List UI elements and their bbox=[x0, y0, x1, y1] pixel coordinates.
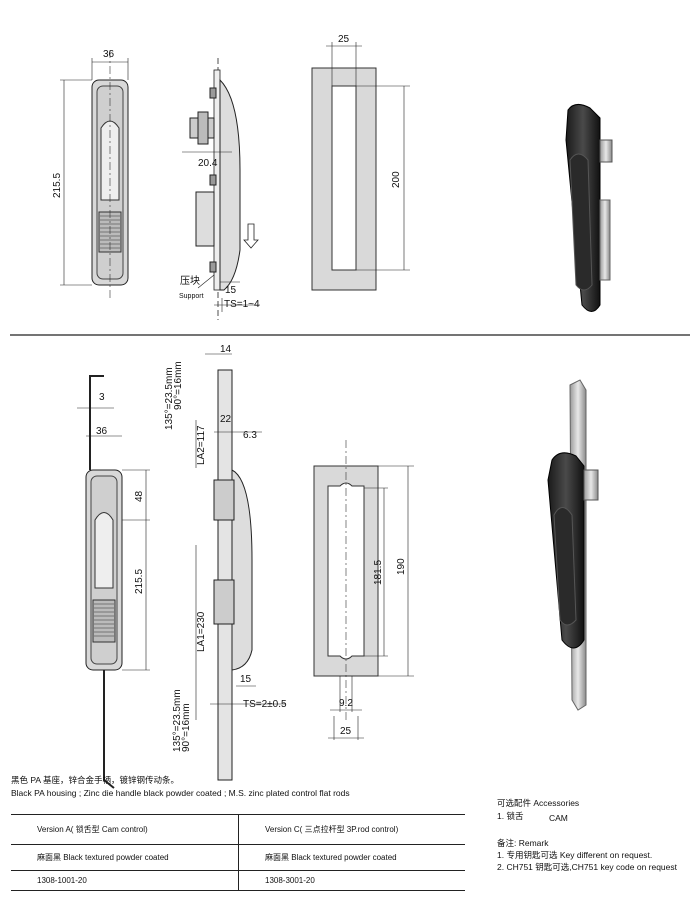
bottom-la2-label: LA2=117 bbox=[196, 425, 207, 465]
remark-line1: 1. 专用钥匙可选 Key different on request. bbox=[497, 850, 653, 860]
col-c-header: Version C( 三点拉杆型 3P.rod control) bbox=[238, 814, 465, 845]
table-row: 1308-1001-20 1308-3001-20 bbox=[11, 870, 465, 891]
bottom-rod-top-note1: 90°=16mm bbox=[173, 361, 184, 410]
bottom-product-image bbox=[547, 379, 599, 711]
top-side-view: 20.4 压块 Support 15 TS=1~4 bbox=[179, 58, 260, 320]
bottom-cutout-width-label: 25 bbox=[340, 726, 352, 737]
bottom-front-top-label: 48 bbox=[134, 490, 145, 502]
accessories-item1-num: 1. 锁舌 bbox=[497, 811, 524, 821]
bottom-side-offset-label: 6.3 bbox=[243, 430, 257, 441]
col-c-finish: 麻面黑 Black textured powder coated bbox=[238, 844, 465, 871]
material-cn: 黑色 PA 基座，锌合金手柄，镀锌钢传动条。 bbox=[11, 775, 179, 785]
top-product-image bbox=[565, 104, 613, 312]
table-row: 麻面黑 Black textured powder coated 麻面黑 Bla… bbox=[11, 844, 465, 871]
bottom-rod-bot-note1: 135°=23.5mm bbox=[172, 689, 183, 752]
top-cutout-width-label: 25 bbox=[338, 34, 350, 45]
top-support-dim: 15 bbox=[225, 285, 237, 296]
material-en: Black PA housing ; Zinc die handle black… bbox=[11, 788, 350, 798]
top-ts-label: TS=1~4 bbox=[224, 299, 260, 310]
bottom-support-dim: 15 bbox=[240, 674, 252, 685]
top-side-offset-label: 20.4 bbox=[198, 158, 218, 169]
top-cutout-view: 25 200 bbox=[311, 34, 410, 291]
bottom-rod-bot-note2: 90°=16mm bbox=[181, 703, 192, 752]
bottom-front-height-label: 215.5 bbox=[134, 569, 145, 594]
remark-title: 备注: Remark bbox=[497, 838, 549, 848]
top-support-cn: 压块 bbox=[180, 275, 200, 287]
bottom-cutout-view: 181.5 190 9.2 25 bbox=[313, 440, 414, 740]
top-cutout-height-label: 200 bbox=[391, 171, 402, 188]
remark-line2: 2. CH751 钥匙可选,CH751 key code on request bbox=[497, 862, 678, 872]
col-a-code: 1308-1001-20 bbox=[11, 870, 239, 891]
col-a-finish: 麻面黑 Black textured powder coated bbox=[11, 844, 239, 871]
bottom-ts-label: TS=2±0.5 bbox=[243, 699, 287, 710]
bottom-front-view: 3 36 48 215.5 bbox=[77, 375, 150, 789]
bottom-cutout-outer-label: 190 bbox=[396, 558, 407, 575]
col-a-header: Version A( 锁舌型 Cam control) bbox=[11, 814, 239, 845]
bottom-side-width-label: 14 bbox=[220, 344, 232, 355]
accessories-item1-name: CAM bbox=[549, 813, 568, 823]
technical-drawing: 36 215.5 20.4 压块 Support 15 TS=1~4 bbox=[10, 34, 690, 789]
bottom-cutout-inner-label: 181.5 bbox=[373, 560, 384, 585]
bottom-rod-top-note2: 135°=23.5mm bbox=[164, 367, 175, 430]
bottom-front-width-label: 36 bbox=[96, 426, 108, 437]
accessories-title: 可选配件 Accessories bbox=[497, 798, 580, 808]
col-c-code: 1308-3001-20 bbox=[238, 870, 465, 891]
bottom-side-view: 14 22 6.3 90°=16mm 135°=23.5mm LA2=117 L… bbox=[164, 344, 287, 781]
spec-table: Version A( 锁舌型 Cam control) Version C( 三… bbox=[11, 814, 465, 891]
bottom-side-depth-label: 22 bbox=[220, 414, 232, 425]
top-support-en: Support bbox=[179, 293, 204, 300]
bottom-la1-label: LA1=230 bbox=[196, 611, 207, 652]
bottom-cutout-slot-label: 9.2 bbox=[339, 698, 353, 709]
top-front-width-label: 36 bbox=[103, 49, 115, 60]
top-front-height-label: 215.5 bbox=[52, 173, 63, 198]
top-front-view: 36 215.5 bbox=[52, 49, 129, 300]
table-row: Version A( 锁舌型 Cam control) Version C( 三… bbox=[11, 814, 465, 845]
bottom-rod-width-label: 3 bbox=[99, 392, 105, 403]
